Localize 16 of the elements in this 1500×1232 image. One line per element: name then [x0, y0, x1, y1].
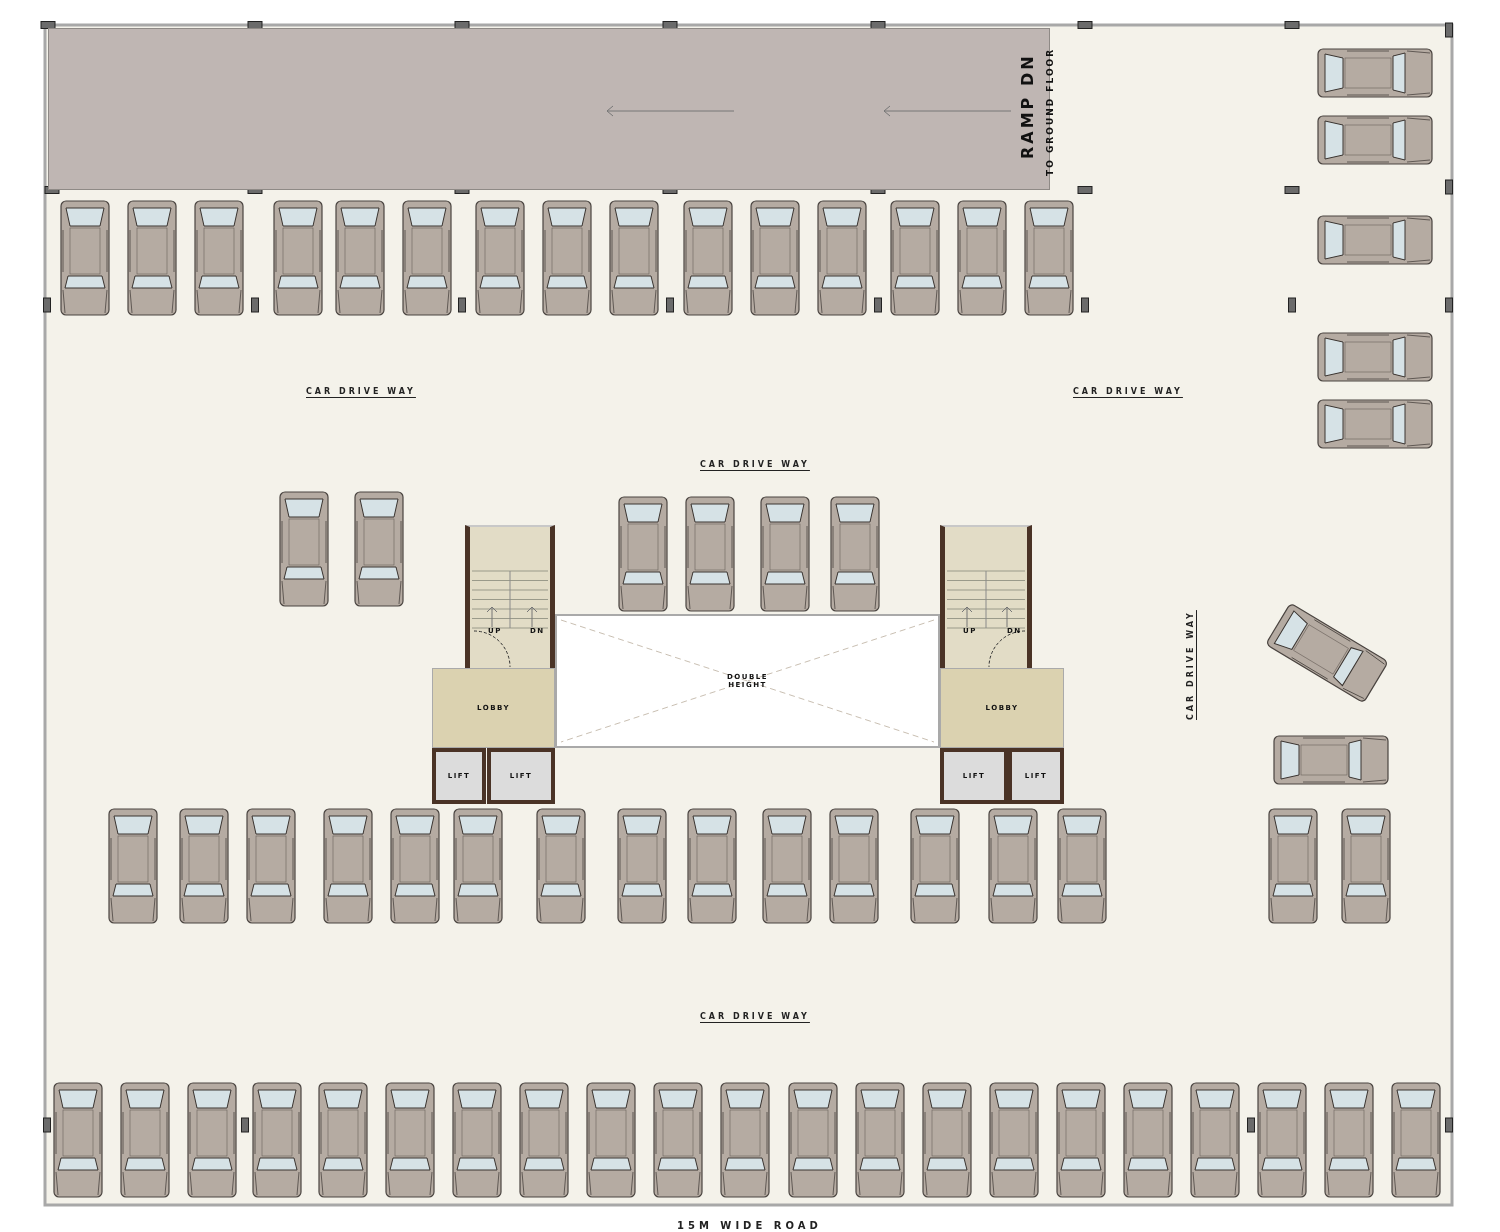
room: [432, 748, 486, 804]
room-label: TO GROUND FLOOR: [1045, 47, 1056, 176]
room: [940, 748, 1008, 804]
area-label: CAR DRIVE WAY: [306, 387, 416, 396]
room: [940, 668, 1064, 748]
area-label: CAR DRIVE WAY: [1073, 387, 1183, 396]
area-label: CAR DRIVE WAY: [700, 460, 810, 469]
room: [487, 748, 555, 804]
area-label: CAR DRIVE WAY: [700, 1012, 810, 1021]
staircase: [940, 525, 1032, 668]
road-label: 15M WIDE ROAD: [677, 1220, 822, 1231]
room: [432, 668, 555, 748]
room: [1008, 748, 1064, 804]
area-label: CAR DRIVE WAY: [1186, 610, 1195, 720]
staircase: [465, 525, 555, 668]
room-label: RAMP DN: [1019, 53, 1038, 159]
